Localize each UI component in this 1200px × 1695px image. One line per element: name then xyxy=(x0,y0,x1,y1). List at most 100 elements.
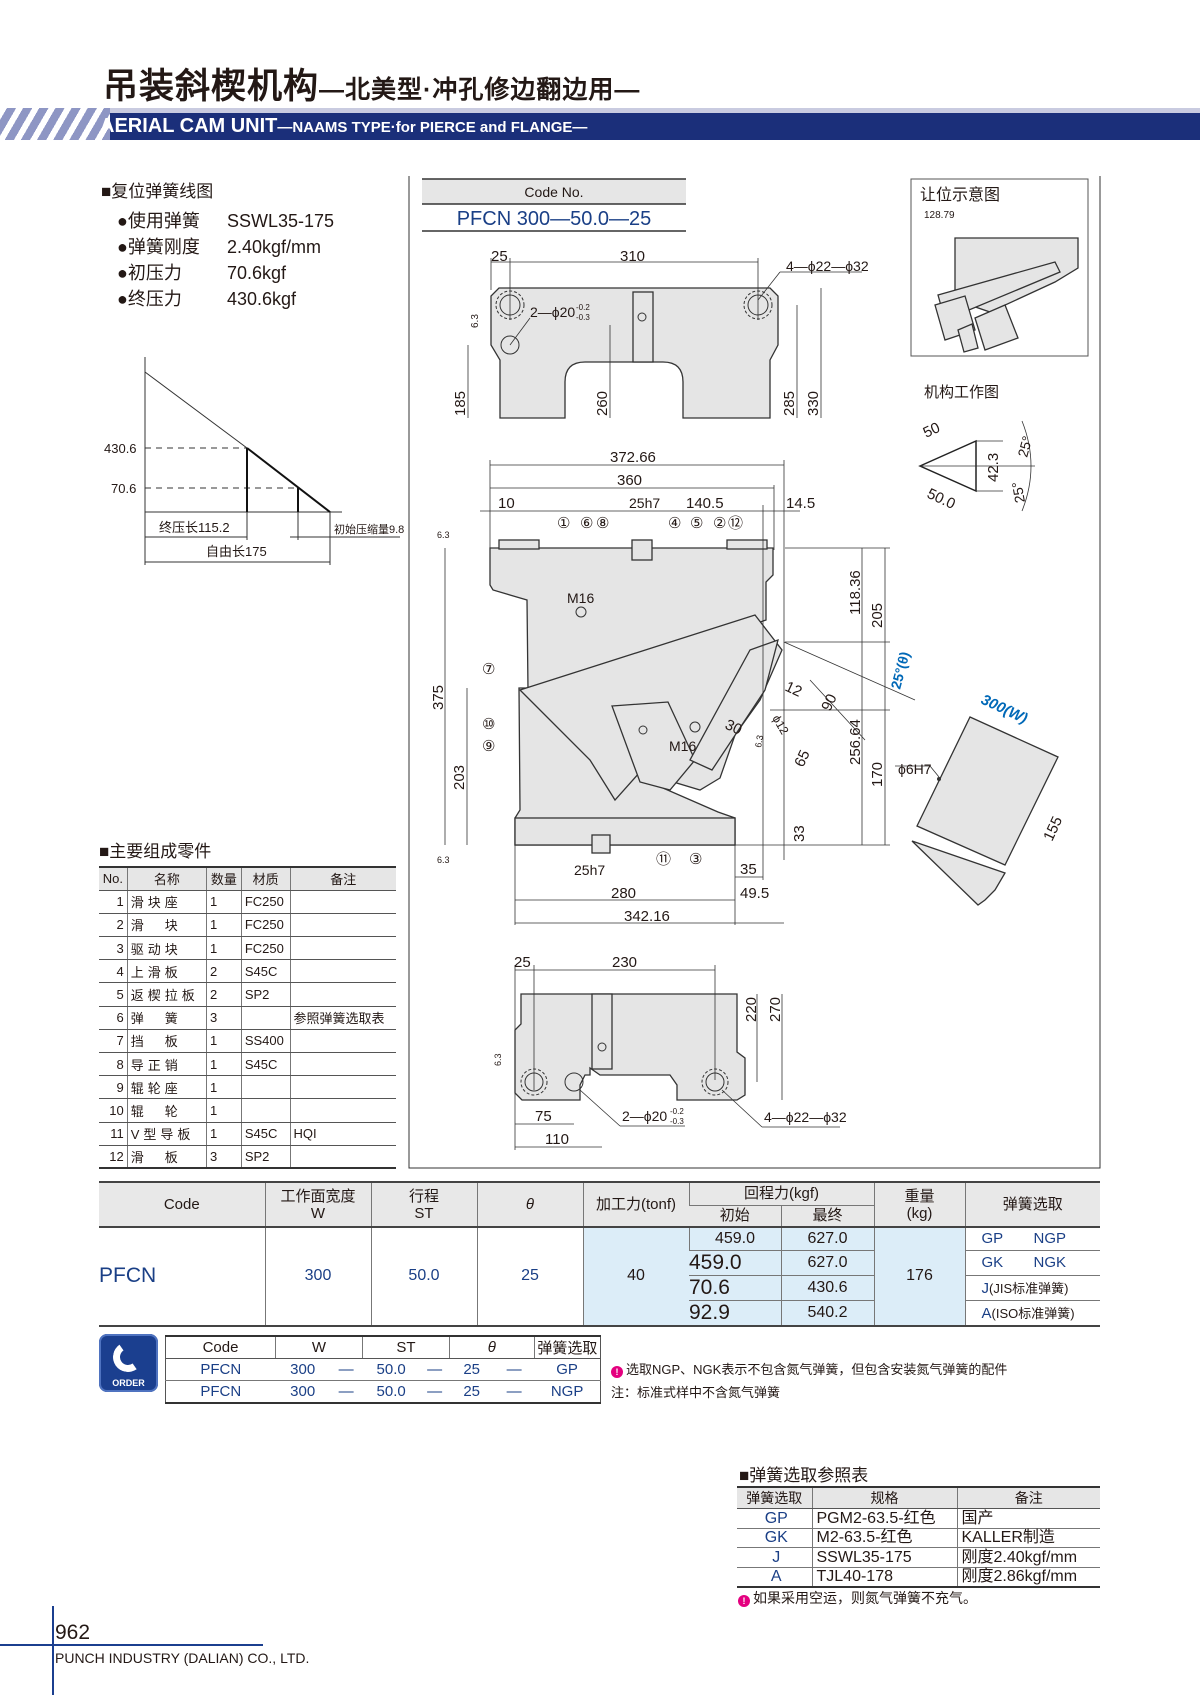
dim-35: 35 xyxy=(740,861,757,878)
order-note-2: 注：标准式样中不含氮气弹簧 xyxy=(611,1385,781,1400)
thread-m16-a: M16 xyxy=(567,590,594,606)
ref-spec: SSWL35-175 xyxy=(811,1547,957,1568)
ref-selection: GP xyxy=(737,1508,812,1529)
code-number-box: Code No. PFCN 300—50.0—25 xyxy=(422,178,686,232)
bottom-roughness: 6.3 xyxy=(493,1053,503,1066)
english-title-main: AERIAL CAM UNIT xyxy=(100,115,278,137)
spring-code-alt: NGK xyxy=(1033,1254,1067,1271)
dim-170: 170 xyxy=(869,762,886,787)
part-material: FC250 xyxy=(240,913,290,938)
cell-return-initial: 92.9 xyxy=(689,1300,781,1326)
spec-value: 430.6kgf xyxy=(227,289,297,309)
order-value: 50.0 xyxy=(362,1358,420,1381)
top-tol-up: -0.2 xyxy=(576,303,590,312)
bottom-tol-down: -0.3 xyxy=(670,1117,684,1126)
dim-256-64: 256.64 xyxy=(847,719,864,765)
bottom-dim-230: 230 xyxy=(612,954,637,971)
ref-selection: A xyxy=(737,1567,812,1588)
order-note-1-text: 选取NGP、NGK表示不包含氮气弹簧，但包含安装氮气弹簧的配件 xyxy=(626,1362,1008,1377)
dim-90: 90 xyxy=(818,691,840,713)
ref-spec: M2-63.5-红色 xyxy=(811,1528,957,1548)
clearance-dim: 128.79 xyxy=(924,210,955,221)
part-name: 导正销 xyxy=(126,1052,207,1077)
ref-notes: 刚度2.40kgf/mm xyxy=(956,1547,1100,1568)
order-separator: — xyxy=(329,1380,363,1404)
header-initial: 初始 xyxy=(689,1205,781,1227)
part-qty: 1 xyxy=(205,1122,242,1146)
part-no: 11 xyxy=(99,1122,128,1146)
company-name: PUNCH INDUSTRY (DALIAN) CO., LTD. xyxy=(55,1650,310,1666)
part-notes xyxy=(289,959,396,984)
cell-return-initial: 70.6 xyxy=(689,1275,781,1301)
spring-desc: (JIS标准弹簧) xyxy=(989,1281,1069,1296)
bottom-dim-25: 25 xyxy=(514,954,531,971)
top-dim-25: 25 xyxy=(491,248,508,265)
spring-code: GP xyxy=(981,1230,1004,1248)
ref-spec: PGM2-63.5-红色 xyxy=(811,1508,957,1529)
order-spring: GP xyxy=(534,1358,601,1381)
header-stroke-symbol: ST xyxy=(414,1204,434,1222)
part-qty: 3 xyxy=(205,1006,242,1030)
part-no: 3 xyxy=(99,936,128,961)
spring-force-chart: 430.6 70.6 终压长115.2 初始压缩量9.8 自由长175 xyxy=(104,357,404,565)
initial-compression-label: 初始压缩量9.8 xyxy=(334,522,404,536)
header-force: 加工力(tonf) xyxy=(582,1181,689,1227)
spec-value: 2.40kgf/mm xyxy=(227,237,322,257)
roughness-3: 6.3 xyxy=(753,734,765,748)
free-length-label: 自由长175 xyxy=(206,544,267,559)
top-dim-185: 185 xyxy=(452,391,469,416)
top-dim-330: 330 xyxy=(805,391,822,416)
header-return-force: 回程力(kgf) xyxy=(688,1181,874,1206)
part-no: 9 xyxy=(99,1075,128,1100)
dim-12: 12 xyxy=(782,678,804,700)
order-note-1: !选取NGP、NGK表示不包含氮气弹簧，但包含安装氮气弹簧的配件 xyxy=(611,1359,1007,1378)
dim-33: 33 xyxy=(791,825,808,842)
cell-return-final: 430.6 xyxy=(780,1275,874,1301)
callout-10: ⑩ xyxy=(482,716,495,733)
part-name: 滑 板 xyxy=(126,1145,207,1170)
title-main: 吊装斜楔机构 xyxy=(103,67,320,106)
part-name: 挡 板 xyxy=(126,1029,207,1054)
dim-203: 203 xyxy=(451,765,468,790)
header-final: 最终 xyxy=(780,1205,874,1227)
mech-dim-50-0: 50.0 xyxy=(924,485,958,513)
code-no-value: PFCN 300—50.0—25 xyxy=(457,208,652,230)
mech-width: 300(W) xyxy=(978,691,1030,727)
part-no: 4 xyxy=(99,959,128,984)
part-notes xyxy=(289,1075,396,1100)
bottom-tol-up: -0.2 xyxy=(670,1107,684,1116)
spec-label: ●弹簧刚度 xyxy=(117,237,200,257)
dim-360: 360 xyxy=(617,472,642,489)
y-label-430: 430.6 xyxy=(104,441,137,456)
cell-force: 40 xyxy=(582,1227,689,1326)
cell-return-final: 540.2 xyxy=(780,1300,874,1326)
cell-stroke: 50.0 xyxy=(370,1227,477,1326)
top-holes-4: 4—ϕ22—ϕ32 xyxy=(786,258,869,274)
part-notes: 参照弹簧选取表 xyxy=(289,1006,396,1030)
spring-ref-note-text: 如果采用空运，则氮气弹簧不充气。 xyxy=(753,1590,977,1606)
parts-title: 主要组成零件 xyxy=(99,837,211,862)
header-spring: 弹簧选取 xyxy=(964,1181,1100,1227)
cell-return-initial: 459.0 xyxy=(689,1250,781,1276)
callout-12: ⑫ xyxy=(728,515,743,532)
order-separator: — xyxy=(419,1380,450,1404)
page-title: 吊装斜楔机构—北美型·冲孔修边翻边用— xyxy=(103,58,640,109)
dim-phi12: ϕ12 xyxy=(769,713,791,738)
top-dim-310: 310 xyxy=(620,248,645,265)
ref-spec: TJL40-178 xyxy=(811,1567,957,1588)
callout-3: ③ xyxy=(689,851,702,868)
mech-angle-2: 25° xyxy=(1009,481,1028,505)
part-no: 8 xyxy=(99,1052,128,1077)
header-weight-label: 重量 xyxy=(904,1187,935,1205)
